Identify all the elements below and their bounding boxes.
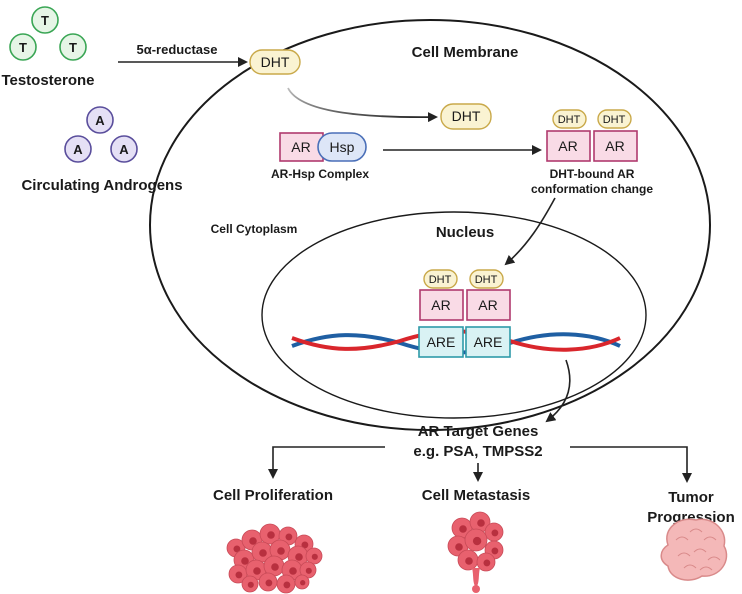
- svg-text:ARE: ARE: [427, 334, 456, 350]
- ar-hsp-complex-label: AR-Hsp Complex: [271, 167, 369, 181]
- cell-cluster-icon: [226, 523, 323, 594]
- target-genes-examples: e.g. PSA, TMPSS2: [413, 443, 542, 460]
- testosterone-token: T: [59, 33, 87, 61]
- are-elements: ARE ARE: [418, 326, 511, 358]
- androgens-label: Circulating Androgens: [21, 177, 182, 194]
- svg-text:AR: AR: [558, 138, 577, 154]
- ar-hsp-complex: AR Hsp: [279, 132, 367, 162]
- svg-text:A: A: [119, 142, 129, 157]
- svg-text:AR: AR: [291, 139, 310, 155]
- svg-text:T: T: [69, 40, 77, 55]
- cell-cytoplasm-label: Cell Cytoplasm: [211, 222, 298, 236]
- androgen-token: A: [64, 135, 92, 163]
- svg-text:A: A: [73, 142, 83, 157]
- svg-text:DHT: DHT: [475, 274, 498, 286]
- svg-text:T: T: [41, 13, 49, 28]
- androgen-token: A: [110, 135, 138, 163]
- nuclear-translocation-arrow: [504, 197, 556, 266]
- transcription-arrow: [545, 359, 571, 423]
- cell-membrane: [149, 19, 711, 431]
- enzyme-label: 5α-reductase: [137, 42, 218, 57]
- testosterone-token: T: [9, 33, 37, 61]
- svg-text:DHT: DHT: [603, 114, 626, 126]
- testosterone-token: T: [31, 6, 59, 34]
- conformation-label-line-2: conformation change: [531, 182, 653, 196]
- svg-text:AR: AR: [478, 297, 497, 313]
- dht-outside: DHT: [249, 49, 301, 75]
- proliferation-label: Cell Proliferation: [213, 487, 333, 504]
- tumor-label-line-1: Tumor: [668, 489, 714, 506]
- dht-bound-ar-nucleus: DHT DHT AR AR: [419, 269, 511, 321]
- svg-text:DHT: DHT: [558, 114, 581, 126]
- metastasis-cells-icon: [447, 511, 504, 593]
- svg-text:AR: AR: [605, 138, 624, 154]
- cell-membrane-label: Cell Membrane: [412, 44, 519, 61]
- target-genes-label: AR Target Genes: [418, 423, 539, 440]
- tumor-icon: [660, 518, 728, 581]
- svg-text:A: A: [95, 113, 105, 128]
- svg-text:DHT: DHT: [261, 54, 290, 70]
- nucleus-label: Nucleus: [436, 224, 494, 241]
- dht-inside: DHT: [440, 103, 492, 130]
- dht-bound-ar-cytoplasm: DHT DHT AR AR: [546, 109, 638, 162]
- androgens-group: A A A Circulating Androgens: [21, 106, 183, 194]
- nucleus: [261, 211, 647, 419]
- svg-text:ARE: ARE: [474, 334, 503, 350]
- svg-text:DHT: DHT: [452, 108, 481, 124]
- arrow-to-tumor: [570, 446, 692, 483]
- testosterone-group: T T T Testosterone: [1, 6, 95, 89]
- svg-text:Hsp: Hsp: [330, 139, 355, 155]
- dht-entry-arrow: [287, 87, 438, 123]
- svg-text:AR: AR: [431, 297, 450, 313]
- svg-text:DHT: DHT: [429, 274, 452, 286]
- testosterone-label: Testosterone: [1, 72, 94, 89]
- conformation-label-line-1: DHT-bound AR: [550, 167, 635, 181]
- androgen-token: A: [86, 106, 114, 134]
- arrow-to-proliferation: [268, 446, 385, 479]
- metastasis-label: Cell Metastasis: [422, 487, 530, 504]
- svg-text:T: T: [19, 40, 27, 55]
